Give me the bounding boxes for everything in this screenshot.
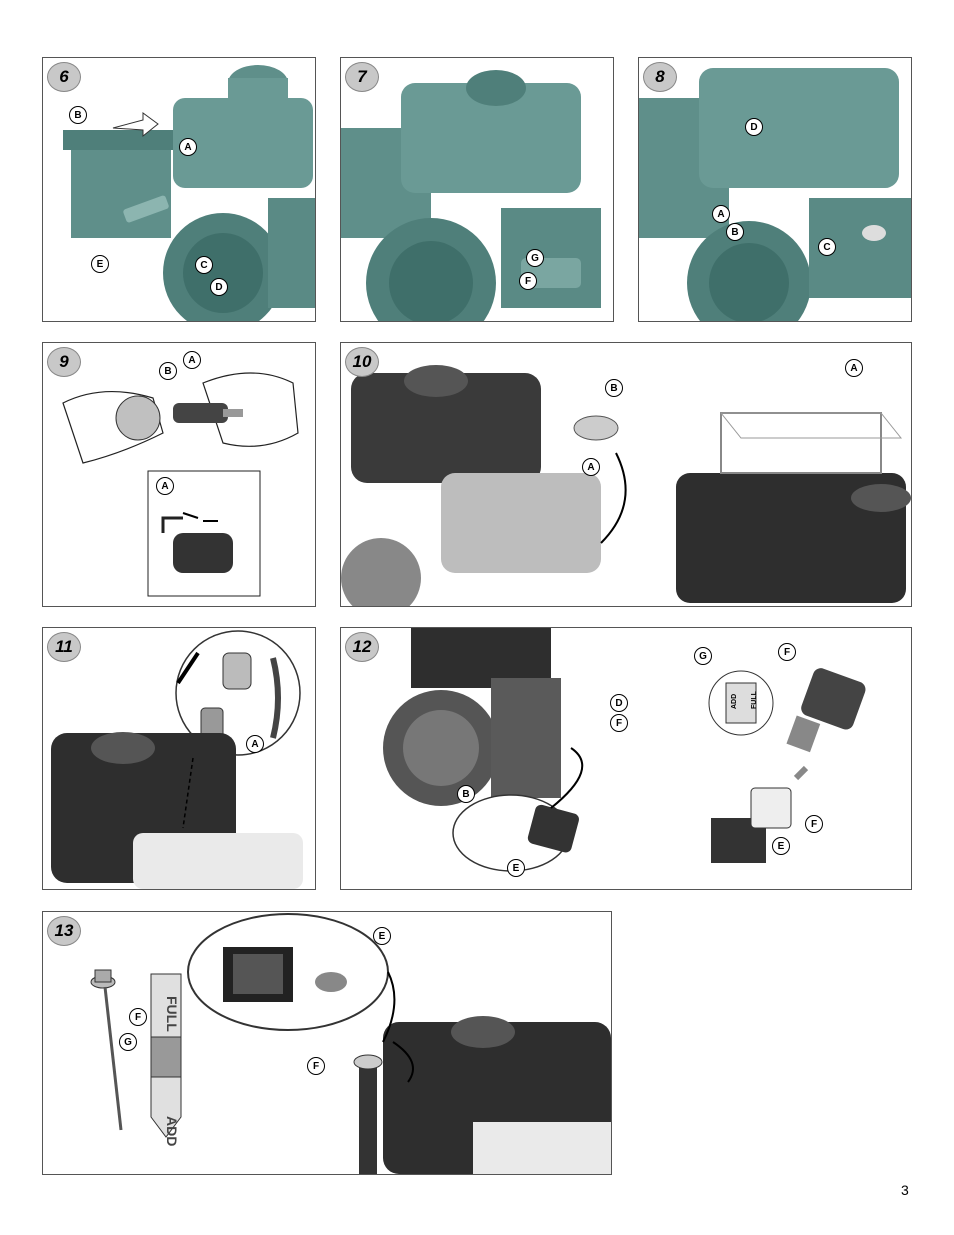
callout-a-inset: A — [156, 477, 174, 495]
callout-b: B — [69, 106, 87, 124]
callout-a: A — [712, 205, 730, 223]
figure-11: 11 A — [42, 627, 316, 890]
figure-13: 13 ADD FULL E F G F — [42, 911, 612, 1175]
callout-f-right: F — [307, 1057, 325, 1075]
dipstick-illustration: ADD FULL — [90, 913, 611, 1174]
figure-number: 10 — [345, 347, 379, 377]
callout-g: G — [694, 647, 712, 665]
callout-a: A — [246, 735, 264, 753]
engine-illustration — [639, 68, 911, 321]
callout-b: B — [159, 362, 177, 380]
figure-9: 9 B A A — [42, 342, 316, 607]
callout-f-upper: F — [778, 643, 796, 661]
gauge-add-label: ADD — [731, 694, 738, 709]
figure-number: 6 — [47, 62, 81, 92]
callout-e: E — [373, 927, 391, 945]
callout-f-left: F — [129, 1008, 147, 1026]
figure-number: 8 — [643, 62, 677, 92]
callout-d: D — [745, 118, 763, 136]
figure-8: 8 D A B C — [638, 57, 912, 322]
figure-number: 13 — [47, 916, 81, 946]
callout-f: F — [610, 714, 628, 732]
callout-g: G — [119, 1033, 137, 1051]
callout-e-lower: E — [772, 837, 790, 855]
figure-number: 7 — [345, 62, 379, 92]
figure-10: 10 B A A — [340, 342, 912, 607]
callout-b: B — [605, 379, 623, 397]
page-number: 3 — [901, 1182, 909, 1198]
muffler-guard-illustration — [341, 365, 911, 606]
figure-7: 7 G F — [340, 57, 614, 322]
gauge-full-label: FULL — [751, 690, 758, 709]
callout-a: A — [183, 351, 201, 369]
callout-a-right: A — [845, 359, 863, 377]
callout-e: E — [507, 859, 525, 877]
figure-number: 11 — [47, 632, 81, 662]
callout-f: F — [519, 272, 537, 290]
figure-12: 12 ADD FULL D F B E G F F E — [340, 627, 912, 890]
dipstick-full-label: FULL — [164, 996, 180, 1032]
oil-drain-illustration: ADD FULL — [383, 628, 866, 872]
figure-6: 6 B A E C D — [42, 57, 316, 322]
engine-illustration — [63, 65, 315, 321]
callout-e: E — [91, 255, 109, 273]
callout-d: D — [210, 278, 228, 296]
dipstick-add-label: ADD — [164, 1116, 180, 1146]
callout-a-left: A — [582, 458, 600, 476]
engine-illustration — [341, 70, 601, 321]
figure-number: 12 — [345, 632, 379, 662]
callout-g: G — [526, 249, 544, 267]
callout-c: C — [818, 238, 836, 256]
callout-b: B — [726, 223, 744, 241]
figure-number: 9 — [47, 347, 81, 377]
callout-f-lower: F — [805, 815, 823, 833]
callout-b: B — [457, 785, 475, 803]
callout-d: D — [610, 694, 628, 712]
callout-c: C — [195, 256, 213, 274]
callout-a: A — [179, 138, 197, 156]
spark-plug-gap-illustration — [62, 372, 299, 597]
spark-plug-wire-illustration — [51, 630, 303, 889]
